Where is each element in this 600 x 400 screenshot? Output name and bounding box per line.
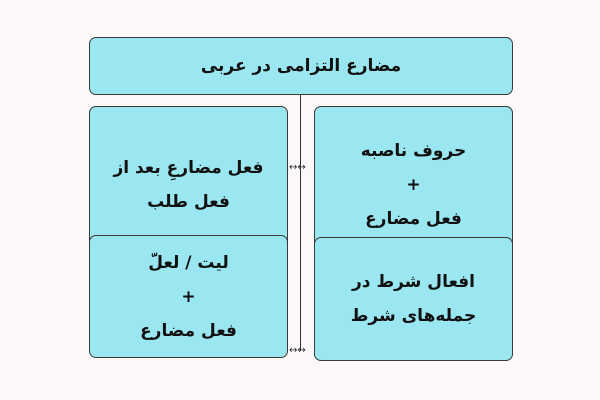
double-arrow-icon: ↔↔ [289, 162, 306, 173]
box-layta-laalla: لیت / لعلّ + فعل مضارع [89, 235, 288, 358]
box-line: حروف ناصبه [360, 141, 467, 161]
title-text: مضارع التزامی در عربی [200, 56, 402, 76]
box-line: لیت / لعلّ [148, 252, 229, 273]
box-line: فعل طلب [147, 192, 230, 212]
box-line: فعل مضارع [365, 209, 462, 229]
box-line: فعل مضارعِ بعد از [113, 158, 264, 178]
box-line: + [181, 286, 196, 307]
box-line: فعل مضارع [140, 320, 237, 341]
box-line: جمله‌های شرط [350, 306, 477, 326]
double-arrow-icon: ↔↔ [289, 345, 306, 356]
box-line: + [406, 175, 421, 195]
title-box: مضارع التزامی در عربی [89, 37, 513, 95]
box-line: افعال شرط در [352, 272, 475, 292]
vertical-connector [300, 95, 301, 351]
box-afal-shart: افعال شرط در جمله‌های شرط [314, 237, 513, 361]
